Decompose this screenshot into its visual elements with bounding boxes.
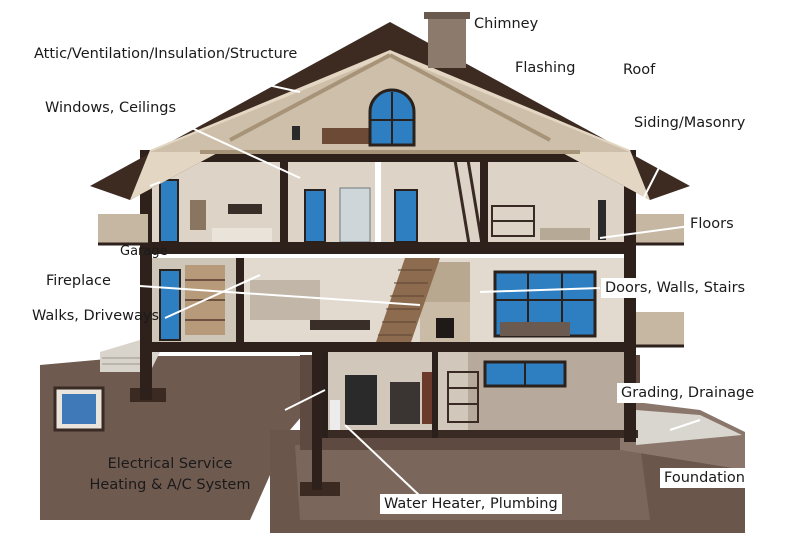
leader-lines bbox=[109, 65, 701, 497]
siding-masonry-label: Siding/Masonry bbox=[634, 115, 746, 131]
foundation-label: Foundation bbox=[660, 468, 749, 488]
garage-label: Garage bbox=[120, 244, 168, 259]
windows-ceilings-label: Windows, Ceilings bbox=[45, 100, 177, 116]
fireplace-label: Fireplace bbox=[46, 273, 111, 289]
first-floor bbox=[150, 258, 628, 352]
attic-label: Attic/Ventilation/Insulation/Structure bbox=[34, 46, 298, 62]
basement-room bbox=[318, 352, 638, 438]
roof bbox=[90, 22, 690, 200]
chimney-label: Chimney bbox=[474, 16, 539, 32]
heating-ac-label: Heating & A/C System bbox=[89, 477, 251, 493]
chimney bbox=[424, 12, 470, 68]
exterior-posts bbox=[140, 150, 636, 490]
water-heater-label: Water Heater, Plumbing bbox=[380, 494, 562, 514]
flashing-label: Flashing bbox=[515, 60, 576, 76]
doors-walls-stairs-label: Doors, Walls, Stairs bbox=[601, 278, 750, 298]
second-floor bbox=[150, 154, 630, 254]
roof-label: Roof bbox=[623, 62, 656, 78]
electrical-service-label: Electrical Service bbox=[107, 456, 233, 472]
grading-drainage-label: Grading, Drainage bbox=[617, 383, 759, 403]
basement-window bbox=[53, 386, 105, 432]
walks-driveways-label: Walks, Driveways bbox=[32, 308, 160, 324]
floors-label: Floors bbox=[690, 216, 734, 232]
